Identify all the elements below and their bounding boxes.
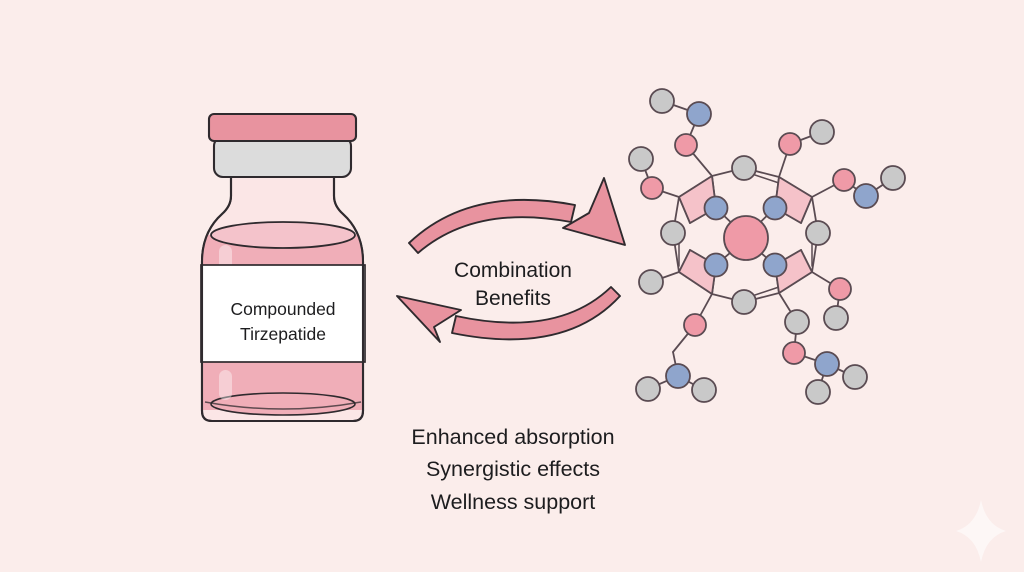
atom-carbon-br-term-b: [805, 379, 831, 405]
atom-meso-right: [805, 220, 831, 246]
liquid-highlight-lower: [219, 370, 232, 400]
atom-carbon-ul-term: [649, 88, 675, 114]
atom-meso-bottom: [731, 289, 757, 315]
atom-carbon-lr-side-term: [823, 305, 849, 331]
vial-glass-outline: [200, 170, 365, 423]
arrow-bottom-head: [396, 295, 462, 343]
vial-collar: [212, 135, 353, 179]
atom-carbon-ll-side: [638, 269, 664, 295]
vial-group: Compounded Tirzepatide: [200, 112, 366, 423]
headline-line-1: Combination: [454, 259, 572, 282]
molecule-atoms: [628, 88, 906, 405]
atom-oxygen-ur: [778, 132, 802, 156]
atom-nitrogen-ll: [703, 252, 729, 278]
atom-carbon-br-a: [784, 309, 810, 335]
atom-nitrogen-ur: [762, 195, 788, 221]
atom-oxygen-lr-side: [828, 277, 852, 301]
benefits-list: Enhanced absorption Synergistic effects …: [411, 425, 614, 514]
atom-carbon-bl-term-b: [691, 377, 717, 403]
atom-meso-top: [731, 155, 757, 181]
headline-line-2: Benefits: [475, 287, 551, 310]
atom-meso-left: [660, 220, 686, 246]
arrows-group: [396, 177, 626, 343]
atom-nitrogen-branch-bl: [665, 363, 691, 389]
benefit-item-1: Synergistic effects: [426, 457, 600, 481]
atom-nitrogen-branch-ul: [686, 101, 712, 127]
atom-oxygen-left: [640, 176, 664, 200]
benefit-item-2: Wellness support: [431, 490, 596, 514]
molecule-group: [628, 88, 906, 405]
vial-base-line: [204, 401, 362, 410]
atom-oxygen-ul: [674, 133, 698, 157]
atom-carbon-right-term: [880, 165, 906, 191]
atom-center-metal: [723, 215, 769, 261]
atom-nitrogen-branch-right: [853, 183, 879, 209]
arrow-bottom-shaft: [451, 286, 621, 341]
vial-label-line-2: Tirzepatide: [240, 324, 326, 344]
vial-liquid-surface: [210, 221, 356, 249]
atom-carbon-left-term: [628, 146, 654, 172]
atom-oxygen-right: [832, 168, 856, 192]
atom-carbon-ur-term: [809, 119, 835, 145]
atom-nitrogen-lr: [762, 252, 788, 278]
atom-nitrogen-branch-br: [814, 351, 840, 377]
arrow-top-head: [562, 177, 626, 246]
vial-label-line-1: Compounded: [230, 299, 335, 319]
atom-nitrogen-ul: [703, 195, 729, 221]
atom-oxygen-bl: [683, 313, 707, 337]
atom-carbon-br-term-a: [842, 364, 868, 390]
arrow-top-shaft: [408, 198, 576, 254]
sparkle-icon: [956, 500, 1006, 562]
vial-liquid-bottom: [210, 392, 356, 416]
vial-cap: [207, 112, 358, 143]
center-headline: Combination Benefits: [454, 259, 572, 310]
atom-carbon-bl-term-a: [635, 376, 661, 402]
atom-oxygen-br: [782, 341, 806, 365]
benefit-item-0: Enhanced absorption: [411, 425, 614, 449]
